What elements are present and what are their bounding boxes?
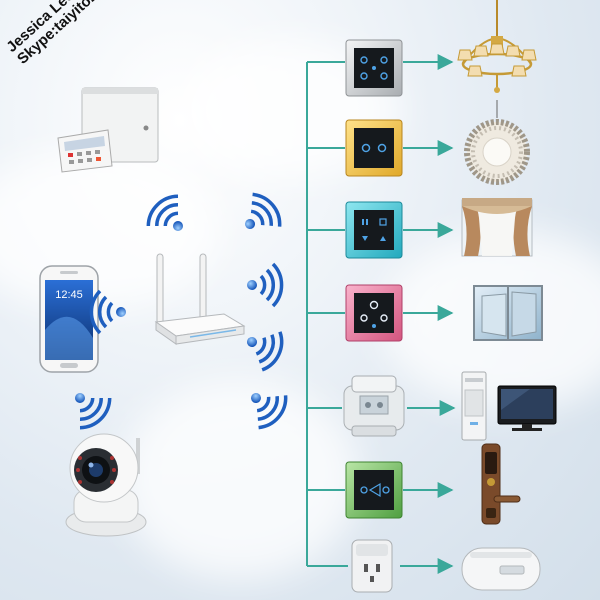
touch-switch-pink: [345, 284, 403, 342]
touch-switch-silver: [345, 39, 403, 97]
ip-camera: [65, 433, 147, 537]
phone-clock: 12:45: [55, 289, 83, 301]
door-lock: [481, 443, 521, 525]
touch-switch-green: [345, 461, 403, 519]
water-heater: [461, 547, 541, 591]
wifi-signal-icon: [247, 331, 284, 372]
wifi-signal-icon: [247, 262, 284, 308]
touch-switch-yellow: [345, 119, 403, 177]
air-conditioner: [461, 371, 487, 441]
bus-lines: [306, 54, 456, 574]
pendant-lamp: [464, 100, 530, 185]
wifi-signal-icon: [146, 194, 183, 231]
alarm-keypad: [57, 129, 113, 173]
router-antenna-left: [156, 253, 164, 325]
wifi-signal-icon: [89, 289, 126, 335]
wifi-signal-icon: [251, 393, 288, 430]
touch-switch-cyan: [345, 201, 403, 259]
wifi-signal-icon: [245, 192, 282, 229]
rf-dimmer-module: [343, 375, 405, 437]
smart-socket: [351, 539, 393, 593]
curtain: [461, 198, 533, 257]
smartphone: 12:45: [39, 265, 99, 373]
router-antenna-right: [199, 253, 207, 325]
wifi-router: [154, 253, 246, 345]
window: [473, 285, 543, 341]
chandelier: [457, 0, 537, 93]
wifi-signal-icon: [75, 393, 112, 430]
alarm-control-box: [57, 87, 159, 173]
tv: [497, 385, 557, 431]
